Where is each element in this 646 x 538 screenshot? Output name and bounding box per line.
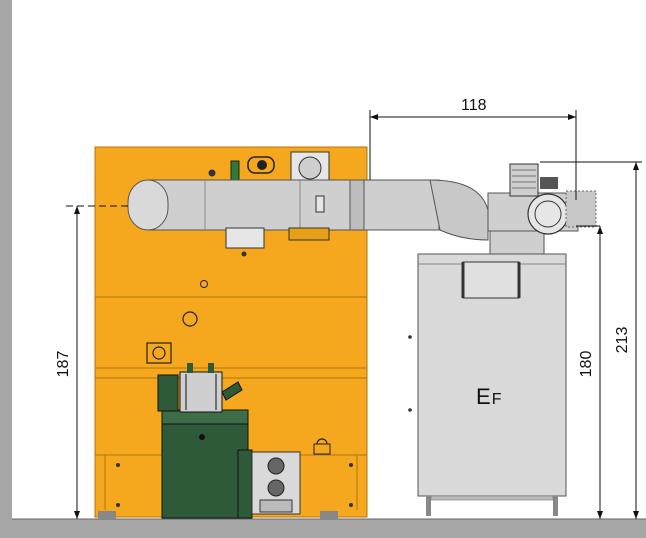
dimension-label-213: 213: [614, 327, 631, 354]
fitting-circle: [208, 169, 216, 177]
flue-pipe: [127, 179, 489, 257]
pressure-fitting: [146, 342, 172, 364]
fan-impeller: [527, 193, 569, 235]
dimension-label-187: 187: [55, 351, 72, 378]
inspection-port: [182, 311, 198, 327]
top-inlet: [247, 156, 275, 174]
filter-inspection-hatch: [462, 261, 520, 299]
filter-label: EF: [476, 384, 502, 409]
cleaning-box: [225, 227, 265, 249]
small-port: [200, 280, 208, 288]
dimension-label-118: 118: [461, 97, 487, 114]
filter-unit: EF: [408, 163, 597, 516]
dimension-label-180: 180: [578, 351, 595, 378]
fan-motor: [509, 163, 539, 197]
pipe-segment-right: [363, 179, 440, 231]
pipe-elbow: [429, 179, 489, 241]
dimensions: [66, 110, 642, 519]
feeder-body: [161, 409, 249, 519]
fuel-feeder: [157, 363, 301, 519]
pipe-segment-left: [149, 179, 361, 231]
wall: [0, 0, 12, 538]
floor: [0, 519, 646, 538]
